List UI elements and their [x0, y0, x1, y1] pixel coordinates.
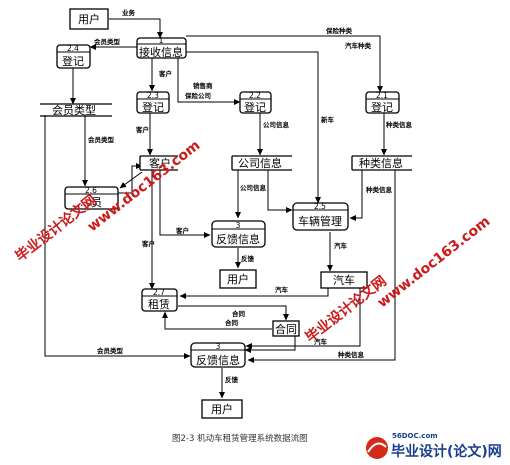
flow-label-member-type: 会员类型	[94, 37, 121, 46]
flow-label-type-info2: 种类信息	[337, 350, 365, 359]
svg-text:2.3: 2.3	[147, 91, 159, 100]
process-1-receive-info: 1 接收信息	[136, 36, 187, 59]
process-2-5-vehicle-management: 2.5 车辆管理	[292, 202, 349, 231]
svg-text:登记: 登记	[371, 100, 393, 114]
flow-label-car: 汽车	[334, 241, 348, 250]
svg-text:汽车: 汽车	[333, 273, 355, 287]
svg-text:3: 3	[236, 221, 241, 230]
process-2-1-register: 2.1 登记	[365, 91, 400, 114]
flow-labels: 业务 会员类型 保险种类 汽车种类 客户 销售商 保险公司 新车 会员类型 客户…	[88, 8, 413, 384]
flow-label-dealer: 销售商	[193, 81, 213, 90]
flow-label-customer: 客户	[158, 69, 172, 78]
flow-label-feedback: 反馈	[241, 254, 255, 263]
store-company-info: 公司信息	[231, 155, 292, 171]
svg-text:用户: 用户	[227, 272, 249, 286]
flow-lines	[44, 18, 396, 399]
watermark-url-1: www.doc163.com	[85, 137, 204, 235]
svg-text:3: 3	[216, 342, 221, 351]
store-member-type: 会员类型	[40, 103, 112, 117]
svg-text:登记: 登记	[142, 100, 164, 114]
entity-car: 汽车	[320, 271, 368, 289]
svg-text:租赁: 租赁	[148, 297, 170, 311]
figure-caption: 图2-3 机动车租赁管理系统数据流图	[172, 433, 308, 444]
svg-text:登记: 登记	[62, 54, 84, 68]
flow-label-company-info-v: 公司信息	[263, 120, 290, 129]
store-customer: 客户	[139, 155, 178, 171]
watermark-url-2: www.doc163.com	[375, 213, 494, 311]
flow-label-insurance-type: 保险种类	[325, 26, 353, 35]
flow-label-contract2: 合同	[224, 318, 239, 327]
flow-label-contract: 合同	[231, 309, 246, 318]
svg-text:公司信息: 公司信息	[238, 156, 282, 170]
svg-text:2.4: 2.4	[67, 44, 79, 53]
flow-label-type-info-v: 种类信息	[385, 120, 413, 129]
logo-site: 56DOC.com	[392, 432, 438, 440]
flow-label-new-car: 新车	[321, 115, 335, 124]
watermark-brand-1: 毕业设计论文网	[12, 191, 100, 265]
svg-text:2.2: 2.2	[249, 91, 261, 100]
process-2-7-lease: 2.7 租赁	[141, 288, 178, 312]
site-logo: 56DOC.com 毕业设计(论文)网	[366, 432, 502, 460]
svg-text:会员类型: 会员类型	[52, 103, 96, 117]
flow-label-member-type2: 会员类型	[97, 346, 124, 355]
entity-user-top: 用户	[69, 8, 109, 30]
flow-label-insurance-co: 保险公司	[184, 91, 211, 100]
flow-label-car3: 汽车	[314, 337, 328, 346]
flow-label-feedback2: 反馈	[225, 375, 239, 384]
svg-text:2.6: 2.6	[85, 186, 97, 195]
svg-text:用户: 用户	[78, 12, 100, 26]
flow-label-customer-v: 客户	[135, 125, 149, 134]
process-3-feedback-info-bottom: 3 反馈信息	[190, 342, 246, 368]
process-3-feedback-info: 3 反馈信息	[211, 220, 266, 248]
svg-text:2.7: 2.7	[153, 288, 165, 297]
flow-label-customer3: 客户	[141, 239, 155, 248]
flow-label-customer2: 客户	[175, 226, 189, 235]
process-2-6: 2.6 …员	[64, 186, 119, 210]
flow-label-member-type-v: 会员类型	[88, 135, 115, 144]
store-type-info: 种类信息	[351, 155, 412, 171]
svg-text:…员: …员	[80, 196, 102, 209]
svg-text:车辆管理: 车辆管理	[298, 214, 342, 228]
svg-text:2.1: 2.1	[376, 91, 388, 100]
flow-label-type-info-v2: 种类信息	[365, 185, 393, 194]
svg-text:接收信息: 接收信息	[139, 45, 183, 59]
svg-text:反馈信息: 反馈信息	[216, 232, 260, 246]
svg-text:种类信息: 种类信息	[359, 156, 403, 170]
svg-text:反馈信息: 反馈信息	[196, 353, 240, 367]
flow-label-business: 业务	[122, 8, 136, 17]
process-2-3-register: 2.3 登记	[136, 91, 170, 114]
process-2-2-register: 2.2 登记	[239, 91, 272, 114]
flow-label-company-info-v2: 公司信息	[240, 183, 267, 192]
svg-text:登记: 登记	[244, 100, 266, 114]
flow-label-car-type: 汽车种类	[345, 41, 372, 50]
svg-text:1: 1	[159, 36, 164, 45]
svg-text:2.5: 2.5	[314, 202, 326, 211]
entity-user-mid: 用户	[219, 269, 257, 289]
svg-text:用户: 用户	[211, 402, 233, 416]
svg-text:合同: 合同	[275, 322, 297, 336]
logo-emblem-icon	[366, 437, 388, 459]
svg-text:客户: 客户	[149, 156, 171, 170]
logo-text: 毕业设计(论文)网	[391, 443, 502, 460]
entity-contract: 合同	[272, 320, 300, 337]
entity-user-bottom: 用户	[201, 399, 243, 419]
process-2-4-register: 2.4 登记	[56, 44, 91, 69]
flow-label-car2: 汽车	[275, 285, 289, 294]
